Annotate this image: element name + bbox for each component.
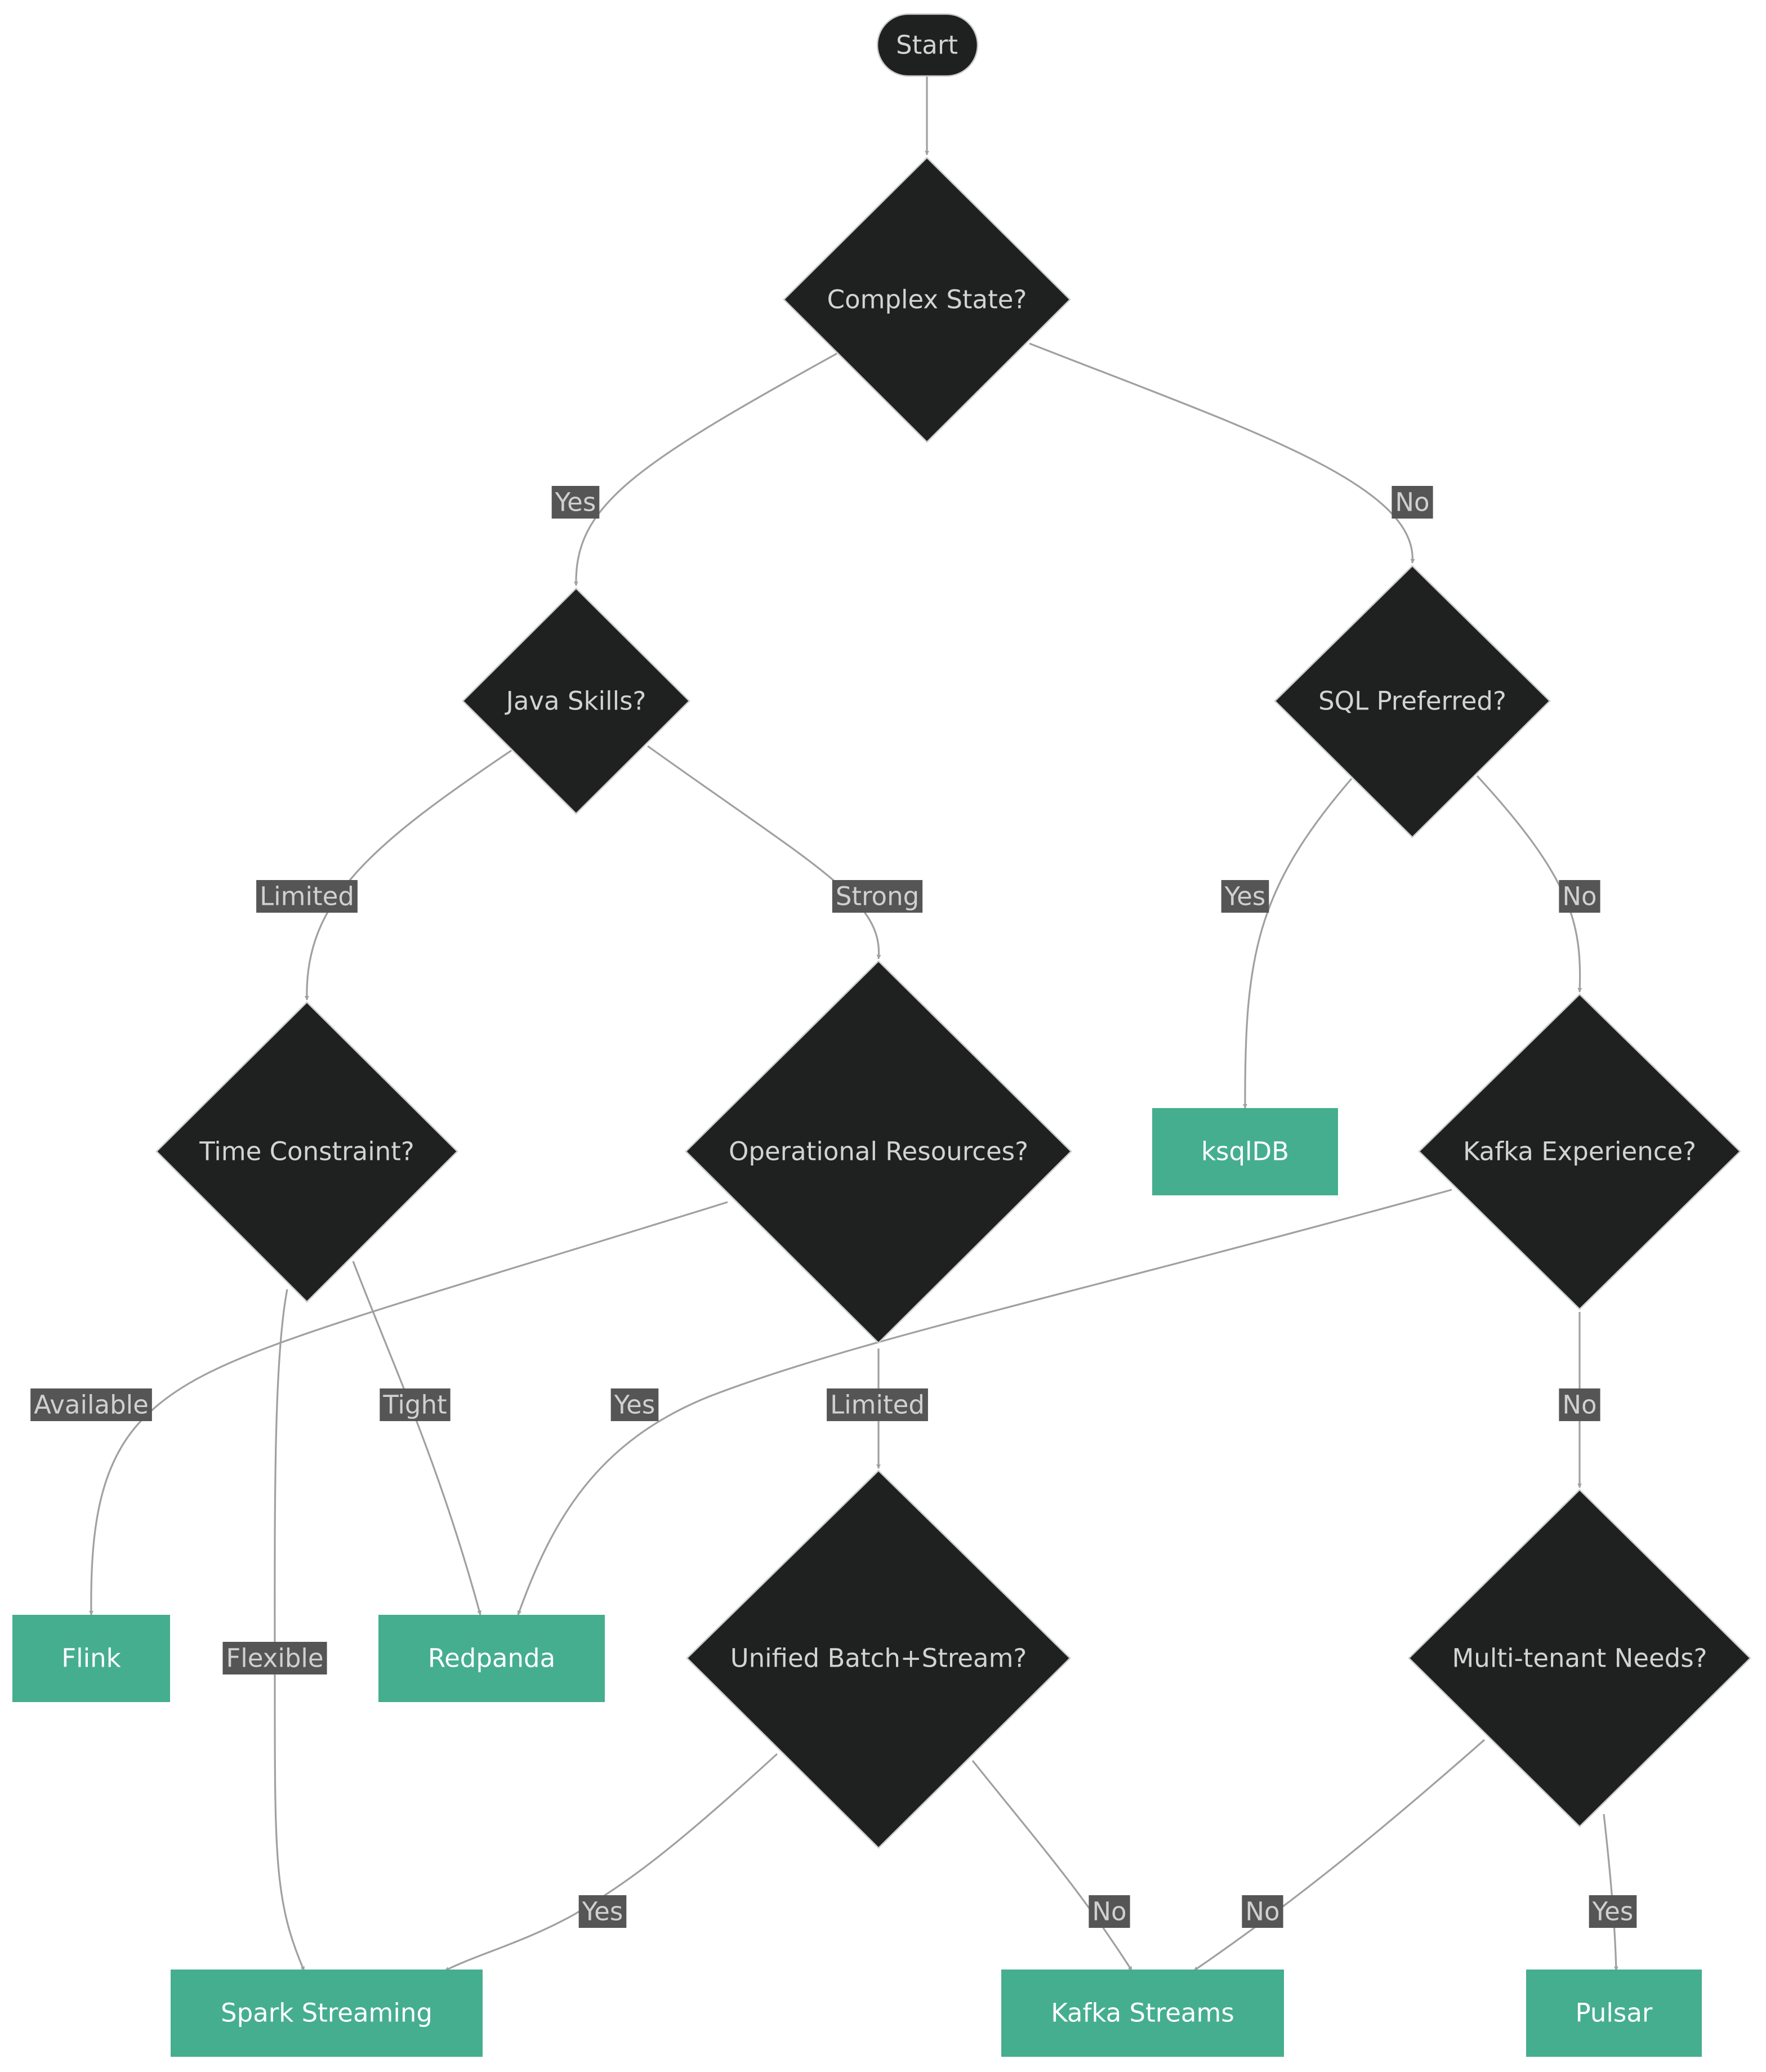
svg-text:Limited: Limited: [260, 882, 354, 912]
edge-label-multi-yes: Yes: [1589, 1895, 1637, 1928]
svg-text:Yes: Yes: [1224, 882, 1266, 912]
decision-multi-tenant-needs-label: Multi-tenant Needs?: [1452, 1644, 1707, 1673]
edge-label-sql-yes: Yes: [1221, 880, 1269, 913]
result-redpanda-label: Redpanda: [428, 1644, 555, 1673]
edge-label-multi-no: No: [1242, 1895, 1283, 1928]
svg-text:Available: Available: [34, 1390, 149, 1420]
edge-kafka-redpanda: [517, 1189, 1452, 1615]
edge-complex-java: [573, 352, 837, 586]
decision-time-constraint[interactable]: Time Constraint?: [155, 1001, 458, 1303]
svg-text:No: No: [1395, 488, 1429, 517]
edge-label-time-tight: Tight: [380, 1388, 451, 1421]
edge-label-unified-no: No: [1089, 1895, 1130, 1928]
edge-java-ops: [647, 745, 881, 959]
result-flink-label: Flink: [61, 1644, 121, 1673]
nodes: Start Complex State? Java Skills? SQL Pr…: [12, 13, 1751, 2057]
edge-label-complex-no: No: [1392, 486, 1433, 519]
edge-label-unified-yes: Yes: [578, 1895, 627, 1928]
svg-text:Limited: Limited: [830, 1390, 925, 1420]
edge-label-complex-yes: Yes: [551, 486, 600, 519]
svg-text:Strong: Strong: [836, 882, 919, 912]
edge-label-time-available: Available: [30, 1388, 152, 1421]
decision-complex-state[interactable]: Complex State?: [783, 157, 1071, 443]
svg-text:Yes: Yes: [582, 1897, 623, 1927]
decision-sql-preferred[interactable]: SQL Preferred?: [1274, 565, 1551, 838]
decision-operational-resources[interactable]: Operational Resources?: [685, 960, 1072, 1344]
edge-label-ops-yes: Yes: [610, 1388, 659, 1421]
edge-java-time: [304, 749, 512, 1001]
edge-time-spark: [274, 1289, 305, 1971]
edge-complex-sql: [1029, 342, 1415, 564]
svg-text:No: No: [1562, 1390, 1596, 1420]
svg-text:Flexible: Flexible: [226, 1644, 323, 1673]
decision-java-skills-label: Java Skills?: [505, 686, 646, 716]
svg-text:No: No: [1562, 882, 1596, 912]
decision-multi-tenant-needs[interactable]: Multi-tenant Needs?: [1408, 1489, 1751, 1828]
start-label: Start: [896, 30, 958, 60]
result-spark-streaming-label: Spark Streaming: [221, 1998, 432, 2028]
edge-labels: Yes No Limited Strong Yes No Available T…: [30, 486, 1637, 1928]
svg-text:Yes: Yes: [555, 488, 596, 517]
edge-multi-pulsar: [1603, 1814, 1618, 1971]
decision-java-skills[interactable]: Java Skills?: [462, 587, 690, 815]
edge-unified-kafkastreams: [971, 1760, 1133, 1971]
edge-sql-ksqldb: [1242, 778, 1353, 1109]
decision-unified-batch-stream-label: Unified Batch+Stream?: [730, 1644, 1027, 1673]
result-pulsar-label: Pulsar: [1576, 1998, 1653, 2028]
svg-text:Tight: Tight: [382, 1390, 447, 1420]
edge-time-redpanda: [352, 1261, 481, 1615]
svg-text:Yes: Yes: [1592, 1897, 1634, 1927]
result-flink[interactable]: Flink: [12, 1615, 170, 1702]
svg-text:No: No: [1245, 1897, 1279, 1927]
decision-unified-batch-stream[interactable]: Unified Batch+Stream?: [686, 1470, 1071, 1849]
result-spark-streaming[interactable]: Spark Streaming: [171, 1970, 483, 2057]
svg-text:Yes: Yes: [614, 1390, 655, 1420]
edge-label-java-limited: Limited: [256, 880, 358, 913]
decision-kafka-experience[interactable]: Kafka Experience?: [1418, 993, 1741, 1310]
result-kafka-streams[interactable]: Kafka Streams: [1001, 1970, 1284, 2057]
result-redpanda[interactable]: Redpanda: [378, 1615, 605, 1702]
result-ksqldb-label: ksqlDB: [1201, 1137, 1289, 1167]
edge-label-sql-no: No: [1559, 880, 1600, 913]
decision-complex-state-label: Complex State?: [827, 285, 1027, 315]
decision-sql-preferred-label: SQL Preferred?: [1318, 686, 1506, 716]
svg-text:No: No: [1092, 1897, 1126, 1927]
start-node[interactable]: Start: [876, 13, 979, 77]
edge-unified-spark: [444, 1753, 778, 1972]
edge-multi-kafkastreams: [1193, 1739, 1486, 1972]
result-kafka-streams-label: Kafka Streams: [1051, 1998, 1234, 2028]
edge-label-kafka-no: No: [1559, 1388, 1600, 1421]
decision-kafka-experience-label: Kafka Experience?: [1463, 1137, 1696, 1167]
decision-operational-resources-label: Operational Resources?: [729, 1137, 1028, 1167]
decision-time-constraint-label: Time Constraint?: [199, 1137, 414, 1167]
result-pulsar[interactable]: Pulsar: [1526, 1970, 1702, 2057]
result-ksqldb[interactable]: ksqlDB: [1152, 1108, 1338, 1195]
edge-label-time-flexible: Flexible: [222, 1642, 327, 1674]
edge-time-flink: [88, 1201, 728, 1615]
edge-label-java-strong: Strong: [832, 880, 923, 913]
edge-label-ops-limited: Limited: [827, 1388, 928, 1421]
